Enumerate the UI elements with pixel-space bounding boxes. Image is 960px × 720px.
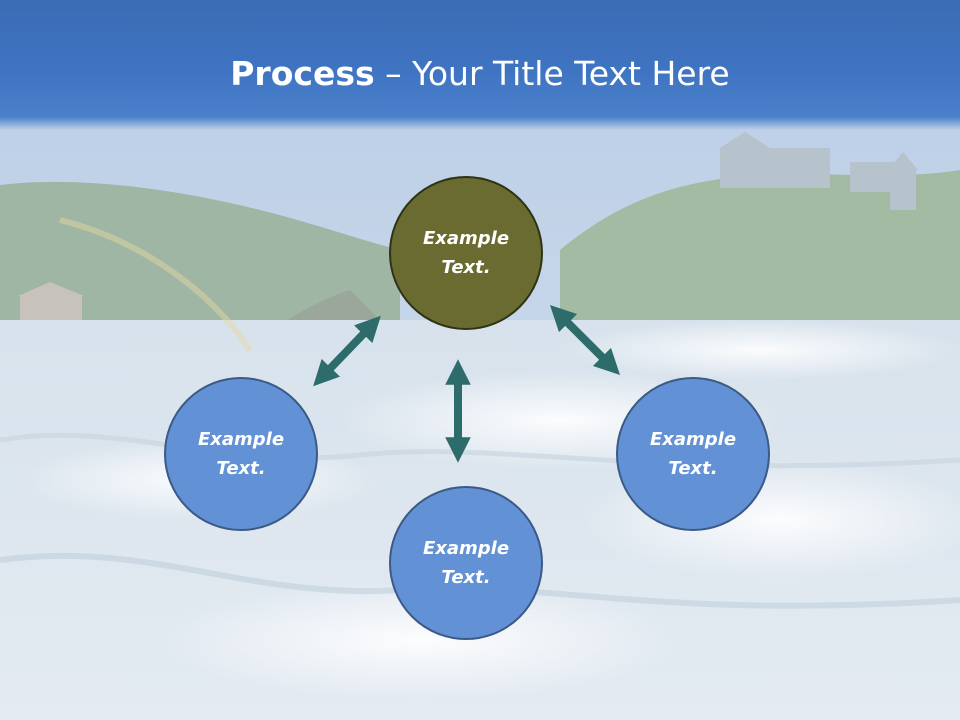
node-left[interactable]: Example Text. [164,377,318,531]
slide-title: Process – Your Title Text Here [0,52,960,96]
node-right[interactable]: Example Text. [616,377,770,531]
slide-title-bold: Process [230,54,375,93]
node-right-label: Example Text. [649,429,737,479]
node-bottom[interactable]: Example Text. [389,486,543,640]
arrow-top-right [549,304,621,376]
slide-title-rest: – Your Title Text Here [374,54,730,93]
node-top-label: Example Text. [422,228,510,278]
node-left-label: Example Text. [197,429,285,479]
title-bar [0,0,960,130]
node-bottom-label: Example Text. [422,538,510,588]
node-top[interactable]: Example Text. [389,176,543,330]
arrow-top-left [313,315,381,387]
